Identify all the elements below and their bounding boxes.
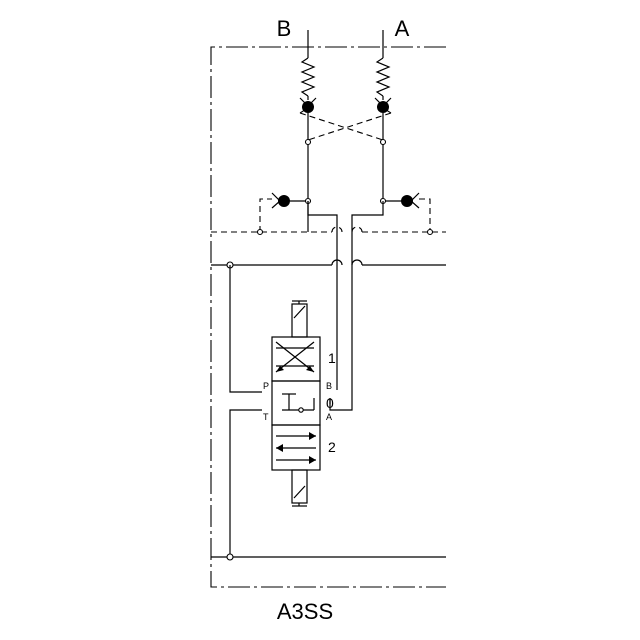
position-label-0: 0 [326, 395, 334, 411]
port-label-a: A [395, 16, 410, 41]
check-valve-left [299, 97, 317, 198]
spring-right [375, 57, 391, 100]
directional-valve [271, 300, 321, 507]
side-check-valve-left [259, 192, 308, 232]
junction-dot [256, 228, 264, 236]
pilot-cross-lines [299, 107, 392, 141]
port-p-label: P [263, 381, 269, 391]
valve-port-b-label: B [326, 381, 332, 391]
boundary-frame [210, 46, 446, 588]
pressure-line [211, 259, 446, 266]
work-lines [307, 201, 384, 411]
port-lines [307, 30, 384, 58]
position-label-1: 1 [328, 350, 336, 366]
port-t-label: T [263, 412, 269, 422]
tank-line [211, 409, 446, 558]
side-check-valve-right [383, 192, 431, 232]
junction-dot [426, 228, 434, 236]
spring-left [300, 57, 316, 100]
check-valve-right [374, 97, 392, 198]
position-label-2: 2 [328, 439, 336, 455]
junction-dot [226, 553, 234, 561]
junction-dot [304, 138, 312, 146]
port-label-b: B [277, 16, 292, 41]
valve-port-a-label: A [326, 412, 332, 422]
model-caption: A3SS [277, 599, 333, 624]
drain-line [211, 226, 446, 233]
supply-line [229, 265, 262, 393]
junction-dot [379, 138, 387, 146]
